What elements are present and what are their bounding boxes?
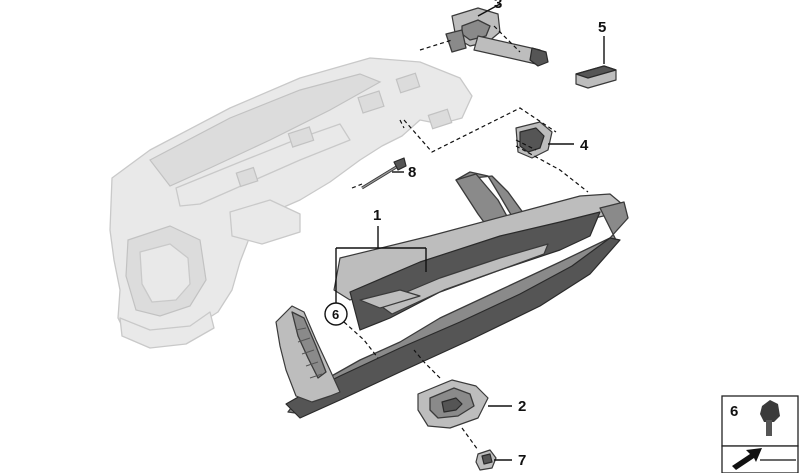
legend-box: 6 [721, 395, 799, 473]
part-8-screw [361, 157, 407, 190]
callouts: 3 5 4 8 1 6 2 7 [324, 0, 606, 469]
callout-6: 6 [332, 307, 339, 322]
callout-2: 2 [518, 398, 526, 415]
part-7-clip [475, 449, 497, 471]
callout-4: 4 [580, 137, 589, 154]
part-5-pad [575, 65, 617, 89]
callout-6-circle [324, 302, 348, 326]
callout-7: 7 [518, 452, 526, 469]
screw-icon [760, 400, 780, 436]
assembly-lines [343, 25, 589, 451]
dashboard-carrier-ghost [109, 57, 473, 349]
callout-3: 3 [494, 0, 502, 12]
part-1-glovebox [275, 171, 629, 419]
part-2-latch [417, 379, 489, 429]
part-3-hinge-damper [445, 7, 549, 67]
callout-5: 5 [598, 19, 606, 36]
callout-1: 1 [373, 207, 381, 224]
callout-8: 8 [408, 164, 416, 181]
arrow-icon [732, 448, 796, 470]
legend-number: 6 [730, 403, 738, 420]
part-4-bracket [515, 121, 553, 159]
